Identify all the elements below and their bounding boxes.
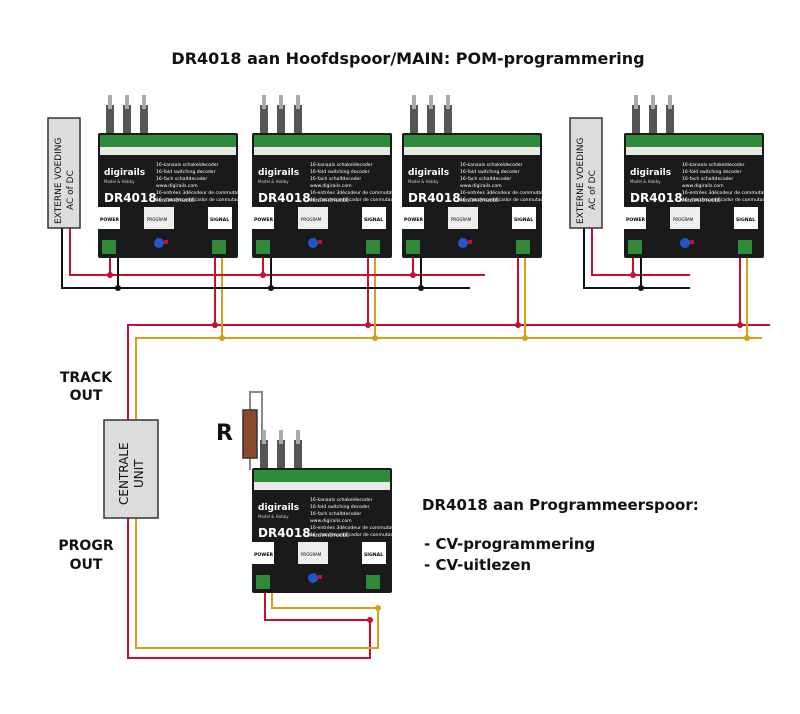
decoder-desc-line: 16-fach schaltdecoder — [310, 511, 361, 517]
psu-right-line1: EXTERNE VOEDING — [576, 138, 586, 224]
decoder-power-label: POWER — [100, 217, 119, 223]
decoder-model: DR4018 — [630, 191, 683, 205]
decoder-protocol: MULTIPROTOCOL — [156, 198, 195, 204]
decoder-program-label: PROGRAM — [301, 217, 322, 222]
psu-left-line2: AC of DC — [66, 170, 76, 210]
decoder-desc-line: 16-kanaals schakeldecoder — [460, 162, 523, 168]
decoder-desc-line: 16-entrées 3décodeur de commutation — [156, 189, 246, 196]
decoder-program-label: PROGRAM — [301, 552, 322, 557]
psu-red-wire — [69, 228, 485, 276]
decoder-brand-sub: Model & Hobby — [258, 514, 289, 519]
progr-out-line2: OUT — [70, 557, 103, 573]
decoder-protocol: MULTIPROTOCOL — [682, 198, 721, 204]
decoder-brand-sub: Model & Hobby — [630, 179, 661, 184]
decoder-brand-sub: Model & Hobby — [408, 179, 439, 184]
track-out-line2: OUT — [70, 388, 103, 404]
decoder-desc-line: 16-kanaals schakeldecoder — [156, 162, 219, 168]
decoder-desc-line: 16-vías descodificador de conmutación — [460, 196, 550, 203]
resistor-label: R — [216, 421, 233, 446]
decoder-desc-line: www.digirails.com — [156, 183, 198, 189]
track-red-wire — [127, 324, 770, 420]
decoder-program-label: PROGRAM — [147, 217, 168, 222]
decoder-protocol: MULTIPROTOCOL — [310, 533, 349, 539]
decoder-desc-line: 16-vías descodificador de conmutación — [156, 196, 246, 203]
decoder-model: DR4018 — [408, 191, 461, 205]
power-supply-left: EXTERNE VOEDING AC of DC — [47, 117, 81, 229]
decoder-signal-label: SIGNAL — [210, 217, 229, 223]
decoder-protocol: MULTIPROTOCOL — [460, 198, 499, 204]
decoder-desc-line: 16-entrées 3décodeur de commutation — [310, 189, 400, 196]
decoder-power-label: POWER — [254, 217, 273, 223]
decoder-desc-line: 16-kanaals schakeldecoder — [310, 497, 373, 503]
decoder-power-label: POWER — [254, 552, 273, 558]
decoder-signal-label: SIGNAL — [736, 217, 755, 223]
decoder-program-label: PROGRAM — [451, 217, 472, 222]
psu-right-line2: AC of DC — [588, 170, 598, 210]
prog-track-item-2: - CV-uitlezen — [424, 556, 531, 574]
resistor — [242, 409, 258, 459]
page-title: DR4018 aan Hoofdspoor/MAIN: POM-programm… — [171, 49, 644, 68]
decoder-desc-line: 16-kanaals schakeldecoder — [310, 162, 373, 168]
decoder-desc-line: www.digirails.com — [682, 183, 724, 189]
decoder-desc-line: 16-kanaals schakeldecoder — [682, 162, 745, 168]
decoder-model: DR4018 — [258, 526, 311, 540]
psu-left-line1: EXTERNE VOEDING — [54, 138, 64, 224]
progr-out-line1: PROGR — [58, 538, 113, 554]
prog-red-wire — [127, 518, 371, 659]
junctions — [107, 272, 750, 623]
decoder-brand: digirails — [258, 168, 299, 178]
decoder-brand-sub: Model & Hobby — [258, 179, 289, 184]
track-yellow-wire — [135, 337, 762, 420]
decoder-signal-label: SIGNAL — [364, 552, 383, 558]
prog-track-title: DR4018 aan Programmeerspoor: — [422, 496, 699, 514]
wiring — [61, 228, 770, 659]
decoder-power-label: POWER — [626, 217, 645, 223]
decoder-desc-line: 16-fold switching decoder — [682, 169, 742, 175]
decoder-brand-sub: Model & Hobby — [104, 179, 135, 184]
decoder-desc-line: 16-fach schaltdecoder — [682, 176, 733, 182]
psu-black-wire — [61, 228, 470, 289]
decoder-desc-line: 16-fold switching decoder — [156, 169, 216, 175]
decoder-desc-line: 16-entrées 3décodeur de commutation — [460, 189, 550, 196]
decoder-desc-line: www.digirails.com — [460, 183, 502, 189]
decoder-desc-line: 16-fach schaltdecoder — [460, 176, 511, 182]
decoder-model: DR4018 — [104, 191, 157, 205]
decoder-desc-line: 16-entrées 3décodeur de commutation — [682, 189, 772, 196]
decoder-signal-label: SIGNAL — [364, 217, 383, 223]
decoder-desc-line: 16-entrées 3décodeur de commutation — [310, 524, 400, 531]
decoder-brand: digirails — [630, 168, 671, 178]
decoder-desc-line: 16-fach schaltdecoder — [156, 176, 207, 182]
decoder-desc-line: 16-fold switching decoder — [310, 504, 370, 510]
decoder-brand: digirails — [408, 168, 449, 178]
decoder-desc-line: 16-vías descodificador de conmutación — [310, 196, 400, 203]
central-unit-line1: CENTRALE — [117, 442, 131, 505]
decoder-desc-line: www.digirails.com — [310, 183, 352, 189]
central-unit: CENTRALE UNIT — [103, 419, 159, 519]
decoder-brand: digirails — [258, 503, 299, 513]
decoder-desc-line: 16-fold switching decoder — [310, 169, 370, 175]
decoder-desc-line: www.digirails.com — [310, 518, 352, 524]
decoder-power-label: POWER — [404, 217, 423, 223]
decoder-desc-line: 16-vías descodificador de conmutación — [310, 531, 400, 538]
decoder-desc-line: 16-fach schaltdecoder — [310, 176, 361, 182]
prog-track-item-1: - CV-programmering — [424, 535, 595, 553]
central-unit-line2: UNIT — [132, 459, 146, 488]
decoder-desc-line: 16-fold switching decoder — [460, 169, 520, 175]
decoder-signal-label: SIGNAL — [514, 217, 533, 223]
decoder-program-label: PROGRAM — [673, 217, 694, 222]
track-out-line1: TRACK — [60, 370, 113, 386]
power-supply-right: EXTERNE VOEDING AC of DC — [569, 117, 603, 229]
decoder-protocol: MULTIPROTOCOL — [310, 198, 349, 204]
decoder-brand: digirails — [104, 168, 145, 178]
decoder-desc-line: 16-vías descodificador de conmutación — [682, 196, 772, 203]
decoder-model: DR4018 — [258, 191, 311, 205]
prog-yellow-wire — [135, 518, 379, 649]
